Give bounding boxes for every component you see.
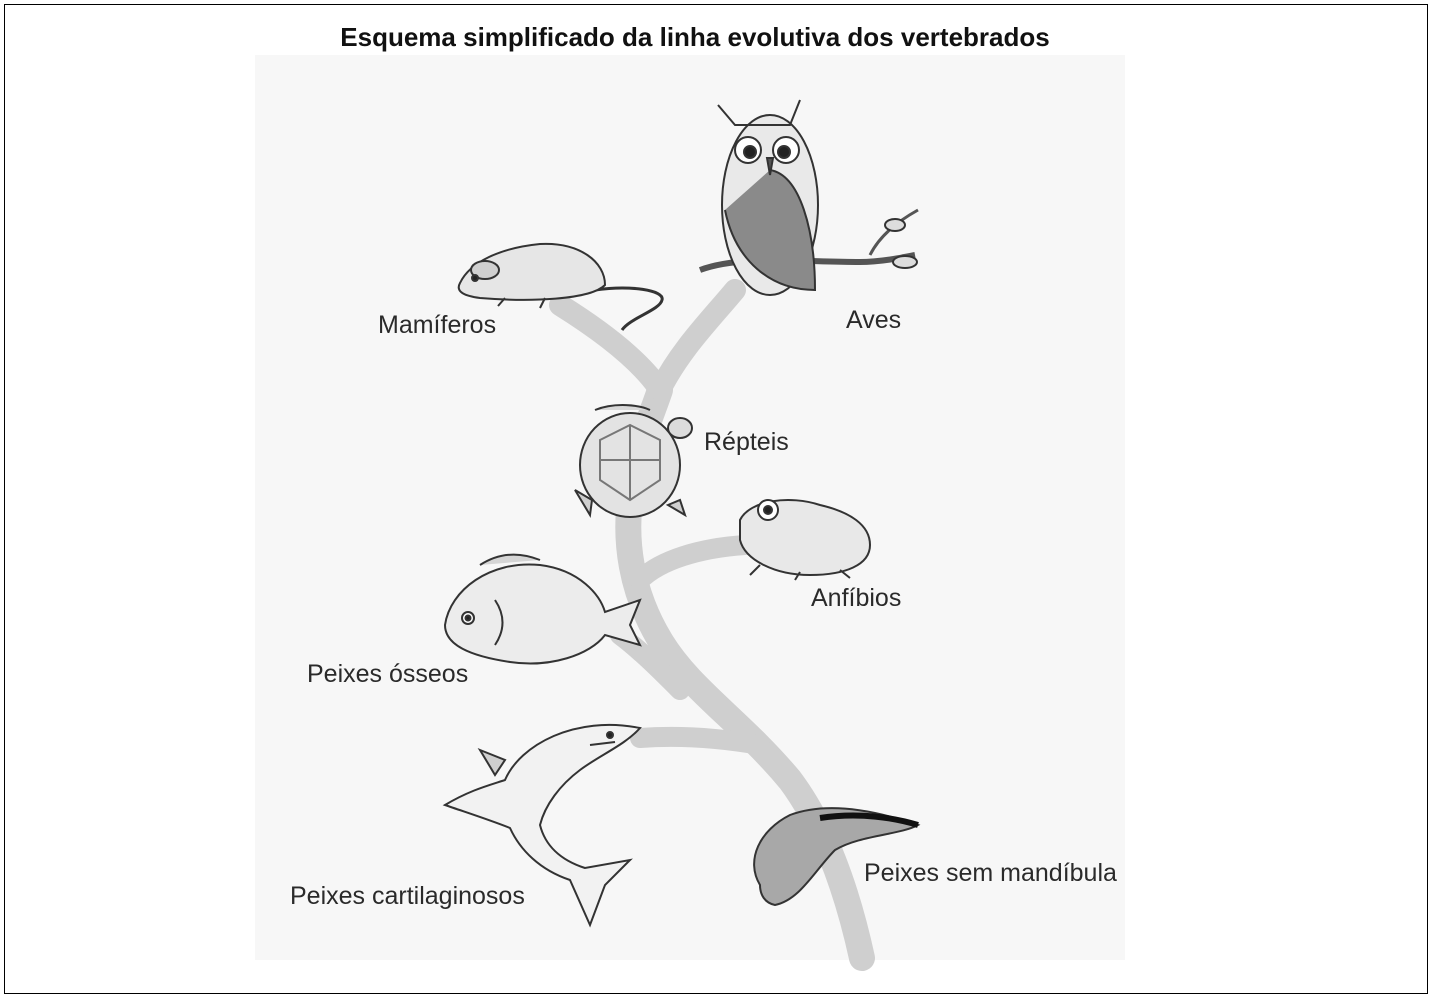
label-peixes-osseos: Peixes ósseos [307,660,468,689]
tree-background [255,55,1125,960]
label-anfibios: Anfíbios [811,584,901,613]
label-repteis: Répteis [704,428,789,457]
label-peixes-cartilaginosos: Peixes cartilaginosos [290,882,525,911]
branch-peixes-cartilaginosos [640,737,760,745]
label-peixes-sem-mandibula: Peixes sem mandíbula [864,859,1117,888]
label-mamiferos: Mamíferos [378,311,496,340]
label-aves: Aves [846,306,901,335]
